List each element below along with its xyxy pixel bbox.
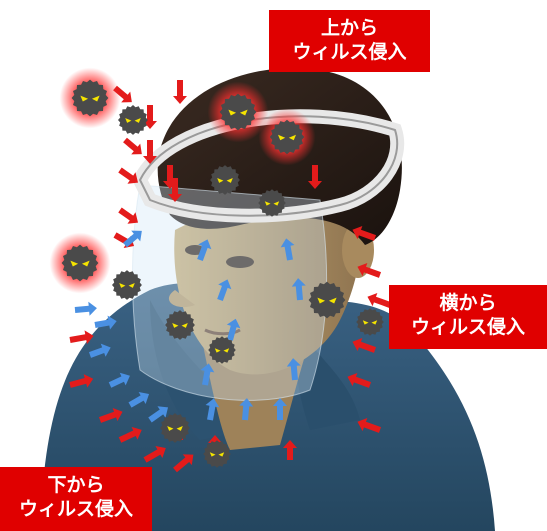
virus-icon	[258, 189, 286, 217]
virus-icon	[203, 440, 231, 468]
virus-icon	[60, 68, 121, 129]
label-virus-from-side: 横から ウィルス侵入	[389, 285, 547, 349]
virus-icon	[356, 308, 384, 336]
red-arrow-icon	[121, 135, 147, 160]
virus-icon	[309, 282, 346, 319]
virus-icon	[210, 165, 240, 195]
virus-icon	[50, 233, 111, 294]
blue-arrow-icon	[74, 301, 97, 317]
red-arrow-icon	[173, 80, 187, 104]
virus-icon	[160, 413, 190, 443]
label-top-line1: 上から	[269, 16, 430, 40]
virus-icon	[208, 336, 236, 364]
label-bottom-line2: ウィルス侵入	[0, 497, 152, 521]
virus-icon	[112, 270, 142, 300]
virus-icon	[118, 105, 148, 135]
label-virus-from-below: 下から ウィルス侵入	[0, 467, 152, 531]
label-side-line2: ウィルス侵入	[389, 315, 547, 339]
virus-icon	[165, 310, 195, 340]
label-bottom-line1: 下から	[0, 473, 152, 497]
virus-icon	[259, 109, 316, 166]
label-top-line2: ウィルス侵入	[269, 40, 430, 64]
label-side-line1: 横から	[389, 291, 547, 315]
label-virus-from-above: 上から ウィルス侵入	[269, 10, 430, 72]
